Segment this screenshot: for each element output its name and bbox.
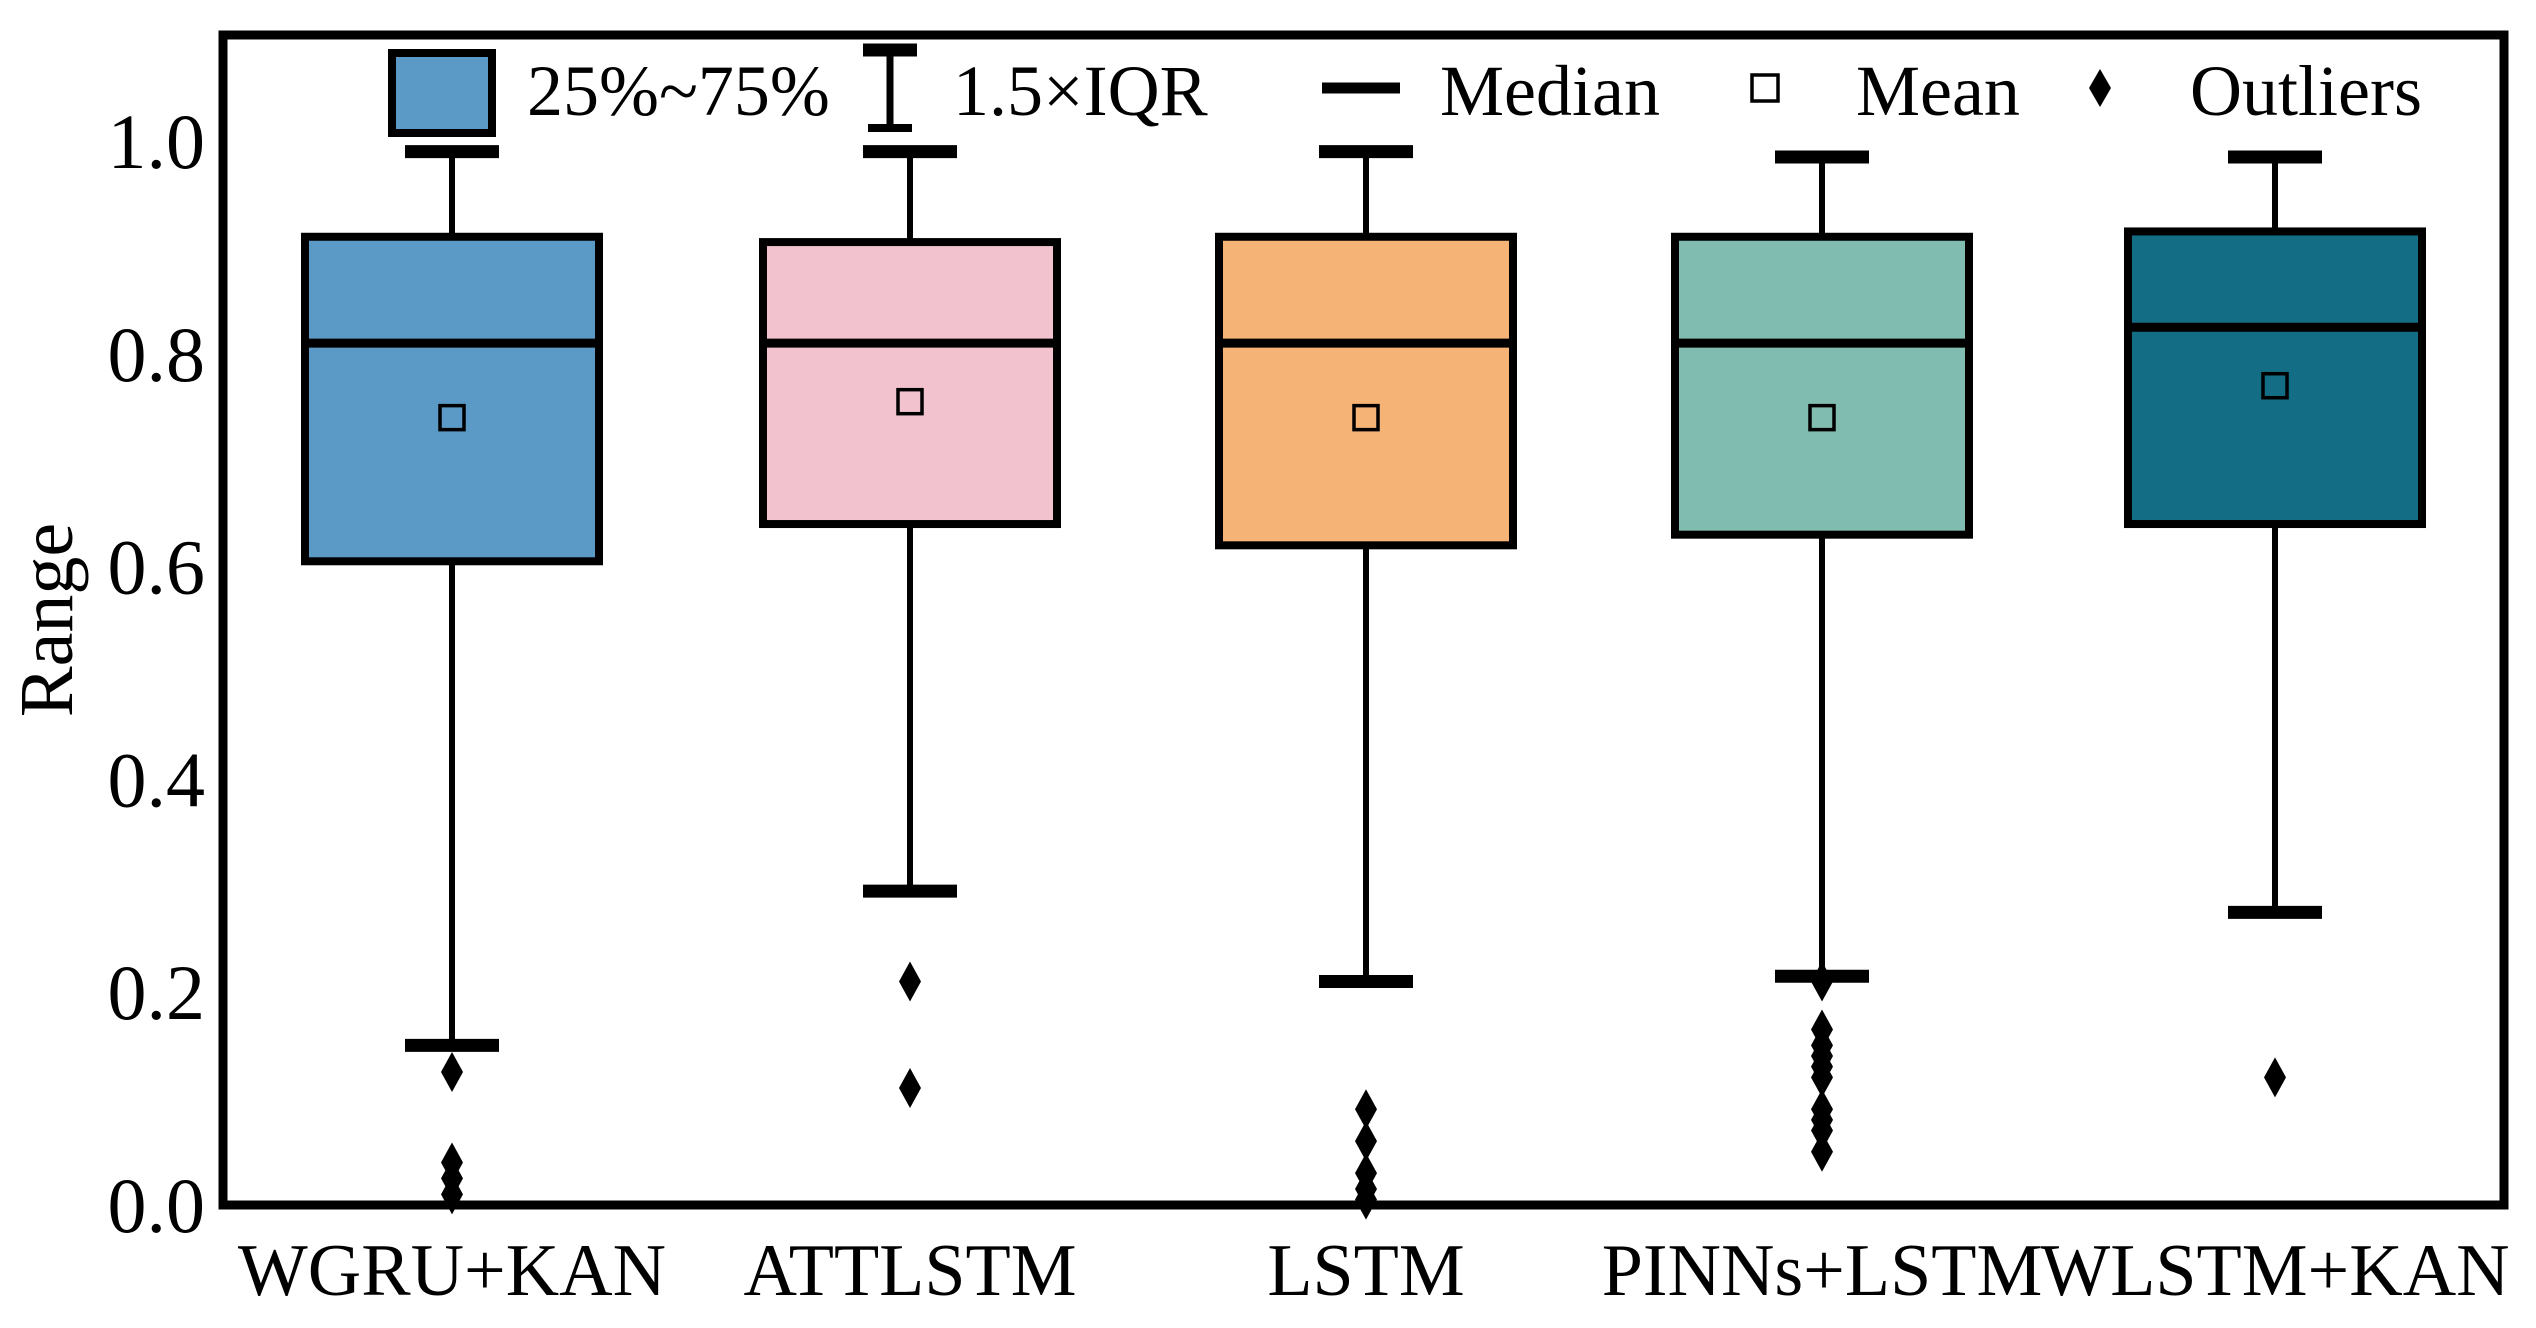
mean-marker-WGRU+KAN [438,403,466,432]
ytick-label-3: 0.6 [108,524,206,611]
outlier-point-ATTLSTM [899,1067,921,1108]
mean-marker-ATTLSTM [896,387,924,416]
legend-mean-square-icon [1750,73,1780,103]
ytick-label-2: 0.4 [108,736,206,823]
outlier-point-LSTM [1355,1179,1377,1220]
legend-outlier-diamond-icon [2089,69,2111,107]
legend-label-outliers: Outliers [2190,51,2422,131]
outlier-point-WLSTM+KAN [2264,1057,2286,1098]
xtick-label-1: ATTLSTM [744,1230,1077,1312]
legend-label-median: Median [1440,51,1660,131]
outlier-point-PINNs+LSTM [1811,1131,1833,1172]
outlier-point-LSTM [1355,1121,1377,1162]
xtick-label-0: WGRU+KAN [238,1230,666,1312]
legend-label-mean: Mean [1856,51,2020,131]
legend: 25%~75% 1.5×IQR Median Mean Outliers [388,43,2422,137]
iqr-box-ATTLSTM [759,238,1061,529]
plot-area [301,145,2426,1220]
outlier-point-WGRU+KAN [441,1174,463,1215]
legend-iqr-box-swatch-icon [388,49,496,137]
legend-label-iqr: 25%~75% [527,51,830,131]
outlier-point-LSTM [1355,1089,1377,1130]
y-axis-tick-labels: 0.0 0.2 0.4 0.6 0.8 1.0 [108,98,206,1249]
xtick-label-2: LSTM [1267,1230,1464,1312]
legend-label-iqr-range: 1.5×IQR [953,51,1208,131]
outlier-point-WGRU+KAN [441,1052,463,1092]
outlier-point-PINNs+LSTM [1811,961,1833,1002]
outlier-point-ATTLSTM [899,961,921,1002]
ytick-label-0: 0.0 [108,1162,206,1249]
mean-marker-PINNs+LSTM [1808,403,1836,432]
xtick-label-4: WLSTM+KAN [2040,1230,2509,1312]
iqr-box-WGRU+KAN [301,232,603,566]
ytick-label-5: 1.0 [108,98,206,185]
x-axis-category-labels: WGRU+KAN ATTLSTM LSTM PINNs+LSTM WLSTM+K… [238,1230,2510,1312]
ytick-label-1: 0.2 [108,949,206,1036]
mean-marker-WLSTM+KAN [2261,371,2289,400]
xtick-label-3: PINNs+LSTM [1602,1230,2043,1312]
outlier-point-PINNs+LSTM [1811,1110,1833,1151]
y-axis-title: Range [5,523,89,717]
iqr-box-LSTM [1215,232,1517,550]
ytick-label-4: 0.8 [108,311,206,398]
iqr-box-PINNs+LSTM [1671,232,1973,539]
outlier-point-PINNs+LSTM [1811,1057,1833,1098]
legend-error-bar-icon [863,43,917,132]
mean-marker-LSTM [1352,403,1380,432]
